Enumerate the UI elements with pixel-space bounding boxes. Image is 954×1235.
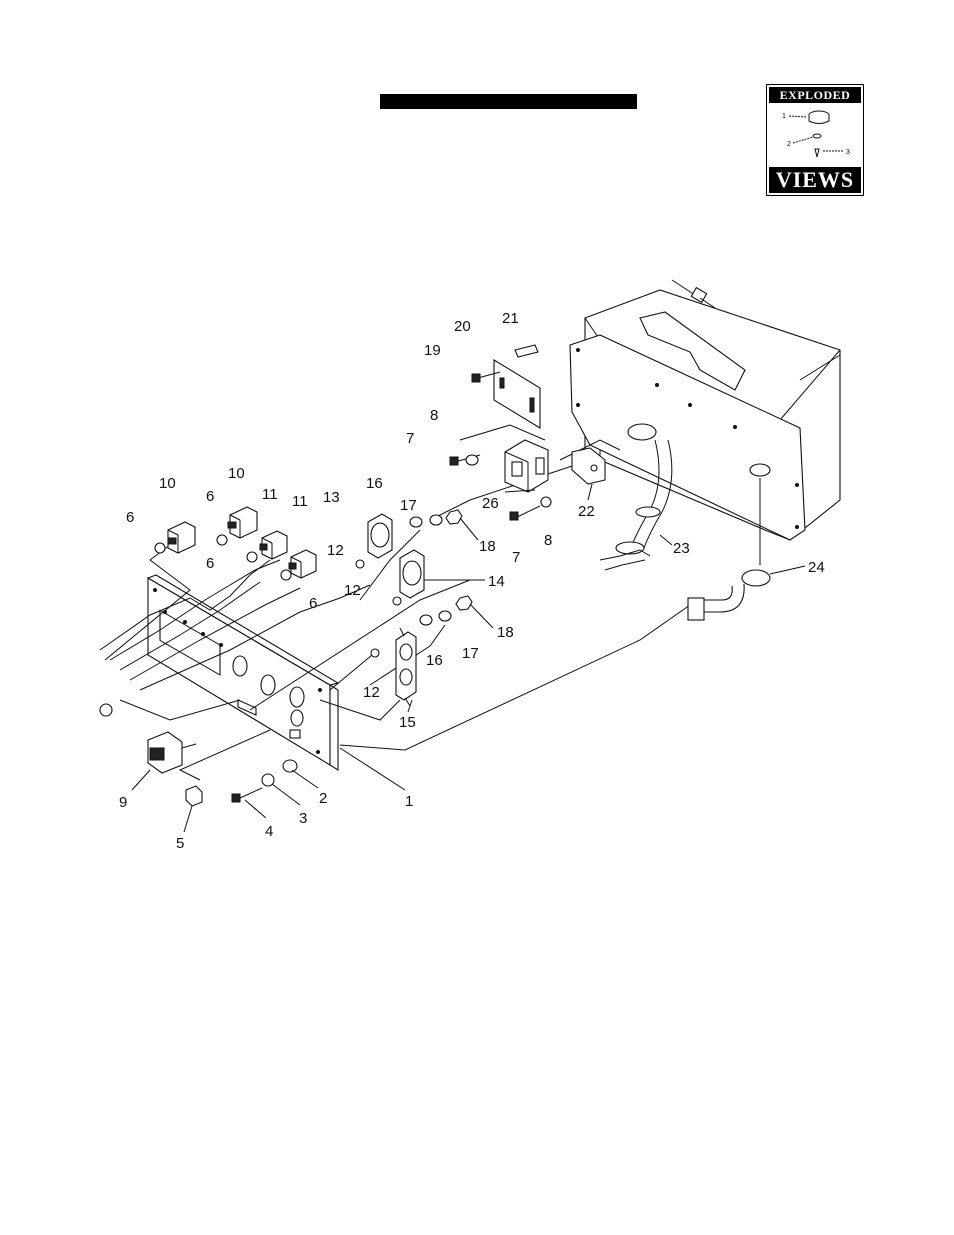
callout-10: 10: [228, 465, 245, 482]
callout-6: 6: [206, 488, 214, 505]
callout-1: 1: [405, 793, 413, 810]
elbow-hose: [688, 570, 770, 620]
relay-assembly: [450, 440, 551, 520]
callout-6: 6: [126, 509, 134, 526]
callout-16: 16: [426, 652, 443, 669]
circuit-breaker: [289, 550, 316, 578]
callout-18: 18: [479, 538, 496, 555]
callout-20: 20: [454, 318, 471, 335]
callout-8: 8: [544, 532, 552, 549]
callout-8: 8: [430, 407, 438, 424]
callout-24: 24: [808, 559, 825, 576]
callout-17: 17: [400, 497, 417, 514]
circuit-board: [472, 345, 540, 428]
callout-12: 12: [344, 582, 361, 599]
callout-13: 13: [323, 489, 340, 506]
callout-5: 5: [176, 835, 184, 852]
callout-18: 18: [497, 624, 514, 641]
callout-26: 26: [482, 495, 499, 512]
callout-7: 7: [512, 549, 520, 566]
callout-7: 7: [406, 430, 414, 447]
callout-3: 3: [299, 810, 307, 827]
circuit-breaker: [228, 507, 257, 538]
callout-16: 16: [366, 475, 383, 492]
callout-11: 11: [262, 486, 278, 503]
callout-11: 11: [292, 493, 308, 510]
callout-19: 19: [424, 342, 441, 359]
twist-lock-receptacle: [400, 550, 424, 598]
callout-15: 15: [399, 714, 416, 731]
chassis-housing: [570, 290, 840, 565]
rocker-switch: [148, 732, 196, 773]
callout-10: 10: [159, 475, 176, 492]
callout-12: 12: [327, 542, 344, 559]
duplex-receptacle: [396, 628, 416, 706]
callout-4: 4: [265, 823, 273, 840]
callout-14: 14: [488, 573, 505, 590]
plug-cap: [186, 786, 202, 806]
callout-17: 17: [462, 645, 479, 662]
callout-12: 12: [363, 684, 380, 701]
callout-6: 6: [206, 555, 214, 572]
circuit-breaker: [260, 531, 287, 559]
twist-lock-receptacle: [368, 514, 392, 558]
circuit-breaker: [168, 522, 195, 553]
callout-6: 6: [309, 595, 317, 612]
callout-22: 22: [578, 503, 595, 520]
callout-23: 23: [673, 540, 690, 557]
callout-21: 21: [502, 310, 519, 327]
callout-9: 9: [119, 794, 127, 811]
callout-2: 2: [319, 790, 327, 807]
